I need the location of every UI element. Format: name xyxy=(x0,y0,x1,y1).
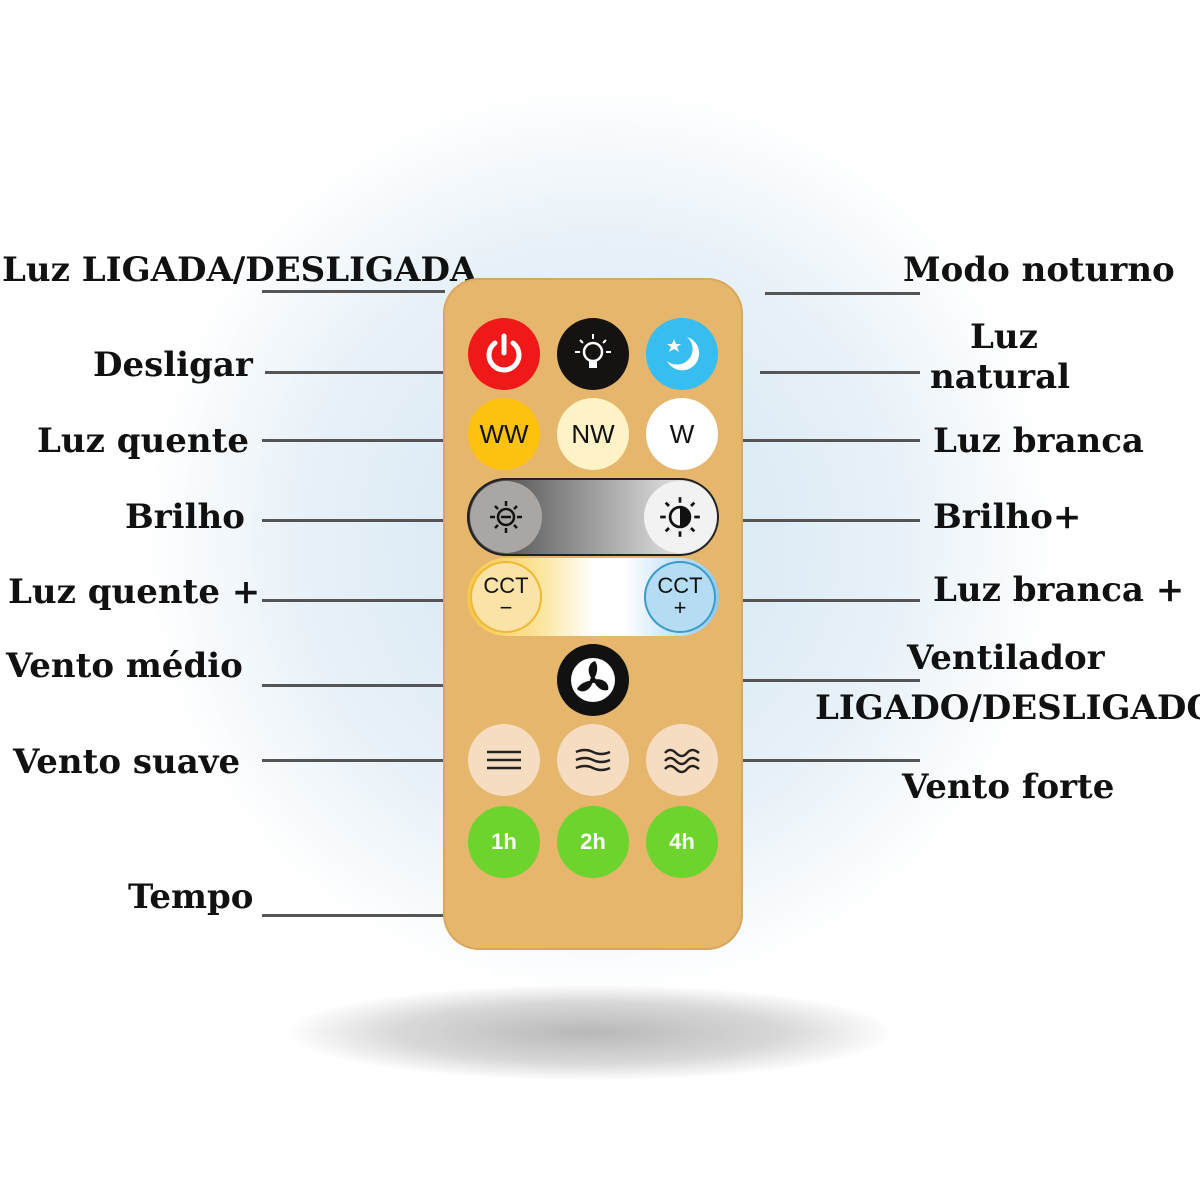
pointer-line xyxy=(765,292,920,295)
nw-label: NW xyxy=(571,418,615,449)
ww-label: WW xyxy=(479,418,529,449)
color-temperature-slider[interactable]: CCT− CCT+ xyxy=(467,558,719,636)
pointer-line xyxy=(743,759,920,762)
wind-medium-button[interactable] xyxy=(557,724,629,796)
w-label: W xyxy=(669,418,695,449)
plus-icon: + xyxy=(673,595,687,620)
brightness-slider[interactable] xyxy=(467,478,719,556)
pointer-line xyxy=(262,519,445,522)
timer-1h-label: 1h xyxy=(491,829,517,854)
pointer-line xyxy=(262,684,445,687)
bulb-icon xyxy=(575,334,611,368)
cct-plus-button[interactable]: CCT+ xyxy=(644,561,716,633)
label-wind-soft: Vento suave xyxy=(13,742,241,782)
wind-strong-button[interactable] xyxy=(646,724,718,796)
pointer-line xyxy=(743,519,920,522)
timer-2h-label: 2h xyxy=(580,829,606,854)
pointer-line xyxy=(262,914,445,917)
label-fan-2: LIGADO/DESLIGADO xyxy=(815,688,1200,728)
label-brightness-up: Brilho+ xyxy=(933,497,1082,537)
cct-minus-label: CCT xyxy=(483,573,529,598)
pointer-line xyxy=(262,759,445,762)
wind-strong-icon xyxy=(664,748,700,774)
cct-minus-button[interactable]: CCT− xyxy=(470,561,542,633)
label-warm-plus: Luz quente + xyxy=(8,572,261,612)
moon-icon xyxy=(667,337,700,371)
pointer-line xyxy=(743,439,920,442)
label-wind-strong: Vento forte xyxy=(902,767,1115,807)
fan-icon xyxy=(571,658,615,702)
pointer-line xyxy=(760,371,920,374)
natural-light-button[interactable] xyxy=(557,318,629,390)
pointer-line xyxy=(262,290,445,293)
power-button[interactable] xyxy=(468,318,540,390)
night-mode-button[interactable] xyxy=(646,318,718,390)
brightness-up-button[interactable] xyxy=(644,481,716,553)
label-white: Luz branca xyxy=(933,421,1144,461)
label-warm: Luz quente xyxy=(37,421,249,461)
remote-control: WW NW W CCT− CCT+ 1h 2h 4h xyxy=(443,278,743,950)
pointer-line xyxy=(262,439,445,442)
brightness-down-button[interactable] xyxy=(470,481,542,553)
white-light-button[interactable]: W xyxy=(646,398,718,470)
remote-shadow xyxy=(290,985,890,1080)
wind-soft-icon xyxy=(487,750,521,770)
timer-4h-button[interactable]: 4h xyxy=(646,806,718,878)
wind-medium-icon xyxy=(575,748,611,772)
cct-plus-label: CCT xyxy=(657,573,703,598)
pointer-line xyxy=(265,371,445,374)
pointer-line xyxy=(743,679,920,682)
label-power: Luz LIGADA/DESLIGADA xyxy=(2,250,477,290)
pointer-line xyxy=(262,599,445,602)
label-night: Modo noturno xyxy=(903,250,1175,290)
label-natural-1: Luz xyxy=(970,317,1038,357)
label-white-plus: Luz branca + xyxy=(933,570,1185,610)
timer-2h-button[interactable]: 2h xyxy=(557,806,629,878)
label-fan-1: Ventilador xyxy=(907,638,1105,678)
warm-light-button[interactable]: WW xyxy=(468,398,540,470)
neutral-light-button[interactable]: NW xyxy=(557,398,629,470)
minus-icon: − xyxy=(499,595,513,620)
wind-soft-button[interactable] xyxy=(468,724,540,796)
power-icon xyxy=(486,333,522,373)
label-natural-2: natural xyxy=(930,357,1071,397)
timer-4h-label: 4h xyxy=(669,829,695,854)
pointer-line xyxy=(743,599,920,602)
label-wind-medium: Vento médio xyxy=(6,646,243,686)
label-timer: Tempo xyxy=(128,877,254,917)
brightness-up-icon xyxy=(660,497,700,537)
fan-power-button[interactable] xyxy=(557,644,629,716)
label-brightness-down: Brilho xyxy=(125,497,245,537)
timer-1h-button[interactable]: 1h xyxy=(468,806,540,878)
brightness-down-icon xyxy=(490,501,522,533)
label-off: Desligar xyxy=(93,345,253,385)
